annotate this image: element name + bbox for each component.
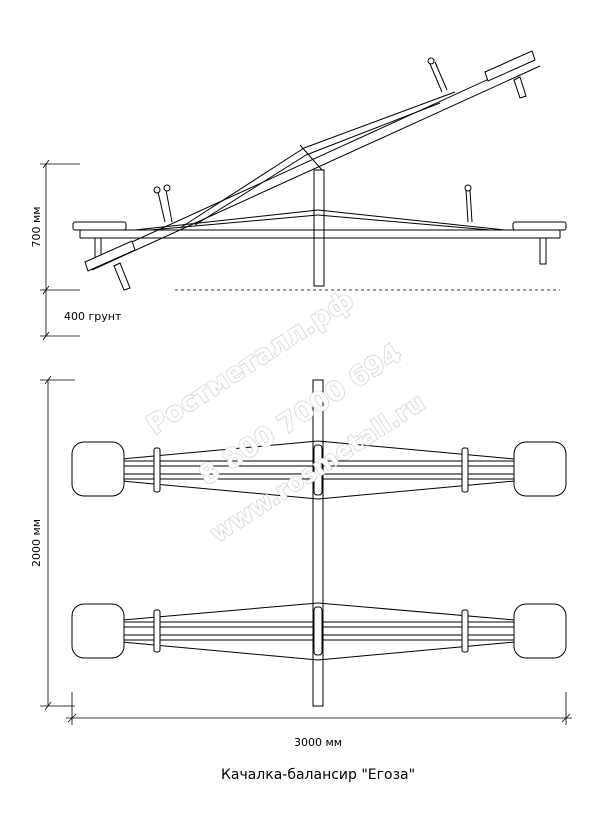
side-footrest-tilted-low: [113, 262, 131, 291]
top-view: 2000 мм 3000 мм: [30, 375, 572, 749]
side-handle-right: [464, 184, 473, 223]
dimension-depth-label: 400 грунт: [64, 310, 122, 323]
side-beam-level: [79, 209, 561, 239]
side-footrest-right: [539, 237, 547, 265]
dimension-depth: 400 грунт: [40, 290, 122, 341]
drawing-caption: Качалка-балансир "Егоза": [221, 767, 415, 783]
dimension-height-label: 700 мм: [30, 206, 43, 247]
top-seat-upper-left: [71, 441, 125, 497]
side-beam-tilted: [87, 57, 541, 271]
side-seat-left: [72, 221, 127, 231]
dimension-length: 3000 мм: [66, 692, 572, 749]
side-view: 700 мм 400 грунт: [30, 50, 567, 341]
side-footrest-tilted-high: [513, 76, 527, 99]
side-seat-tilted-low: [84, 240, 136, 272]
top-seesaw-upper: [121, 440, 516, 500]
top-seat-lower-left: [71, 603, 125, 659]
top-seat-upper-right: [513, 441, 567, 497]
dimension-width: 2000 мм: [30, 375, 75, 711]
top-seesaw-lower: [121, 602, 516, 661]
watermark-site: Ростметалл.рф: [141, 284, 359, 441]
side-handle-left: [153, 184, 173, 223]
watermark: Ростметалл.рф 8 800 7000 694 www.rosmeta…: [141, 284, 431, 549]
dimension-length-label: 3000 мм: [294, 736, 342, 749]
top-seat-lower-right: [513, 603, 567, 659]
side-center-post: [313, 169, 325, 287]
top-center-post: [312, 379, 324, 707]
side-seat-tilted-high: [484, 50, 536, 82]
side-seat-right: [512, 221, 567, 231]
dimension-width-label: 2000 мм: [30, 519, 43, 567]
side-handle-tilted: [427, 57, 448, 93]
